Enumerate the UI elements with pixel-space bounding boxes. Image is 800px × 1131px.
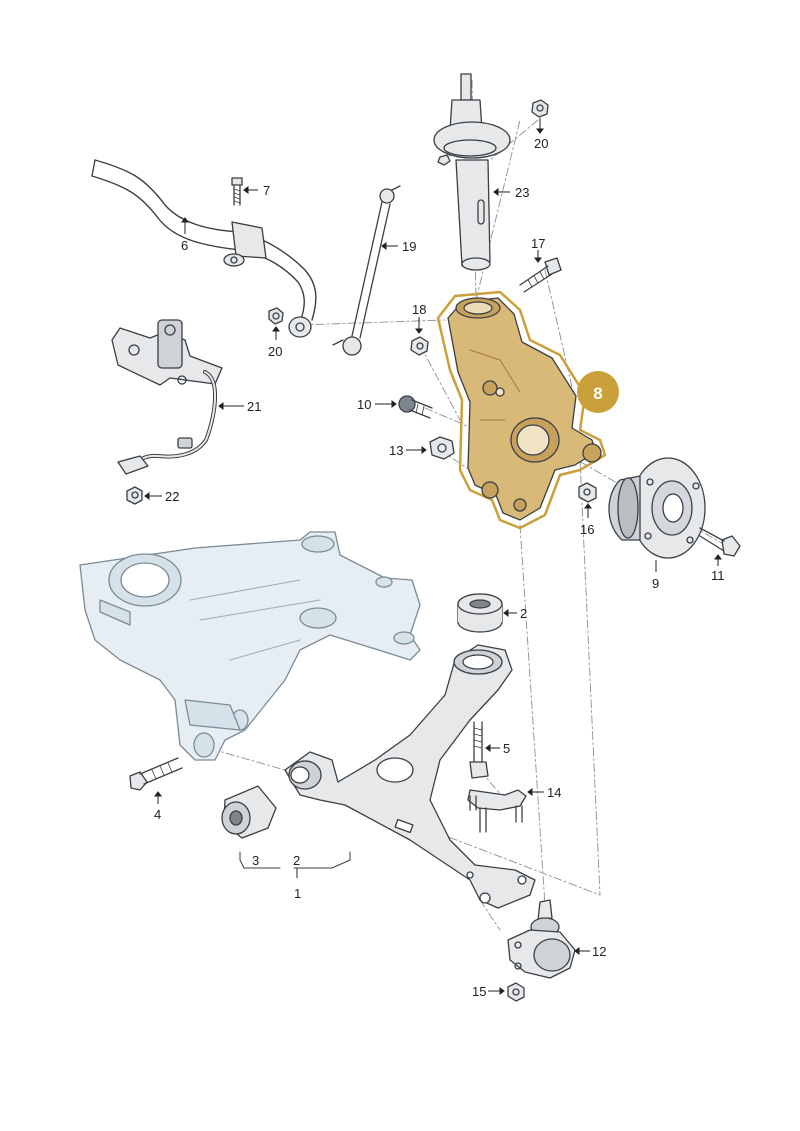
callout-1: 1: [294, 868, 301, 901]
callout-21-label: 21: [247, 399, 261, 414]
callout-12: 12: [574, 944, 606, 959]
callout-2a-label: 2: [520, 606, 527, 621]
nut-13: [429, 436, 455, 460]
shock-absorber: [433, 73, 511, 271]
bolt-4: [129, 757, 183, 791]
highlight-badge-label: 8: [593, 384, 602, 403]
callout-7: 7: [243, 183, 270, 198]
callout-5: 5: [485, 741, 510, 756]
callout-16: 16: [580, 503, 594, 537]
bolt-7: [231, 177, 243, 206]
callout-12-label: 12: [592, 944, 606, 959]
nut-20-top: [531, 99, 549, 118]
callout-16-label: 16: [580, 522, 594, 537]
callout-2a: 2: [503, 606, 527, 621]
callout-1-label: 1: [294, 886, 301, 901]
callout-21: 21: [218, 399, 261, 414]
callout-15: 15: [472, 984, 505, 999]
callout-9-label: 9: [652, 576, 659, 591]
callout-18-label: 18: [412, 302, 426, 317]
bolt-11: [699, 527, 741, 557]
callout-20a-label: 20: [534, 136, 548, 151]
callout-19-label: 19: [402, 239, 416, 254]
nut-22: [126, 486, 143, 505]
callout-2b: 2: [293, 853, 300, 868]
bushing-3: [221, 785, 277, 839]
callout-22: 22: [144, 489, 179, 504]
callout-13-label: 13: [389, 443, 403, 458]
callout-20b: 20: [268, 326, 282, 359]
callout-15-label: 15: [472, 984, 486, 999]
callout-19: 19: [381, 239, 416, 254]
callout-20a: 20: [534, 118, 548, 151]
callout-11: 11: [711, 554, 725, 583]
nut-18: [410, 336, 429, 356]
callout-17: 17: [531, 236, 545, 263]
ball-joint: [507, 899, 576, 979]
nut-20-mid: [268, 307, 284, 325]
callout-4: 4: [154, 791, 162, 822]
highlight-badge-8[interactable]: 8: [577, 371, 619, 413]
control-arm: [284, 644, 536, 909]
subframe: [79, 531, 421, 761]
nut-16: [578, 482, 597, 503]
callout-23: 23: [493, 185, 529, 200]
callout-14-label: 14: [547, 785, 561, 800]
bolt-5: [469, 721, 489, 779]
callout-3: 3: [252, 853, 259, 868]
callout-9: 9: [652, 560, 659, 591]
callout-6-label: 6: [181, 238, 188, 253]
callout-22-label: 22: [165, 489, 179, 504]
nut-15: [507, 982, 525, 1002]
assembly-bracket-1: [239, 851, 351, 869]
callout-2b-label: 2: [293, 853, 300, 868]
callout-11-label: 11: [711, 568, 725, 583]
callout-10: 10: [357, 397, 397, 412]
wheel-hub: [608, 457, 706, 559]
callout-10-label: 10: [357, 397, 371, 412]
callout-23-label: 23: [515, 185, 529, 200]
bolt-10: [398, 395, 433, 419]
callout-7-label: 7: [263, 183, 270, 198]
callouts: 20 7 23 6 19 17 18: [144, 118, 725, 999]
callout-5-label: 5: [503, 741, 510, 756]
bushing-2-top: [457, 593, 503, 633]
bracket-14: [467, 789, 527, 833]
bolt-17: [519, 257, 562, 293]
callout-6: 6: [181, 217, 189, 253]
wheel-bearing-housing: [436, 290, 607, 530]
callout-18: 18: [412, 302, 426, 334]
callout-17-label: 17: [531, 236, 545, 251]
callout-4-label: 4: [154, 807, 161, 822]
callout-14: 14: [527, 785, 561, 800]
level-sensor: [111, 319, 223, 475]
callout-20b-label: 20: [268, 344, 282, 359]
callout-13: 13: [389, 443, 427, 458]
stabilizer-bar: [91, 159, 317, 338]
callout-3-label: 3: [252, 853, 259, 868]
coupling-rod: [332, 185, 401, 356]
